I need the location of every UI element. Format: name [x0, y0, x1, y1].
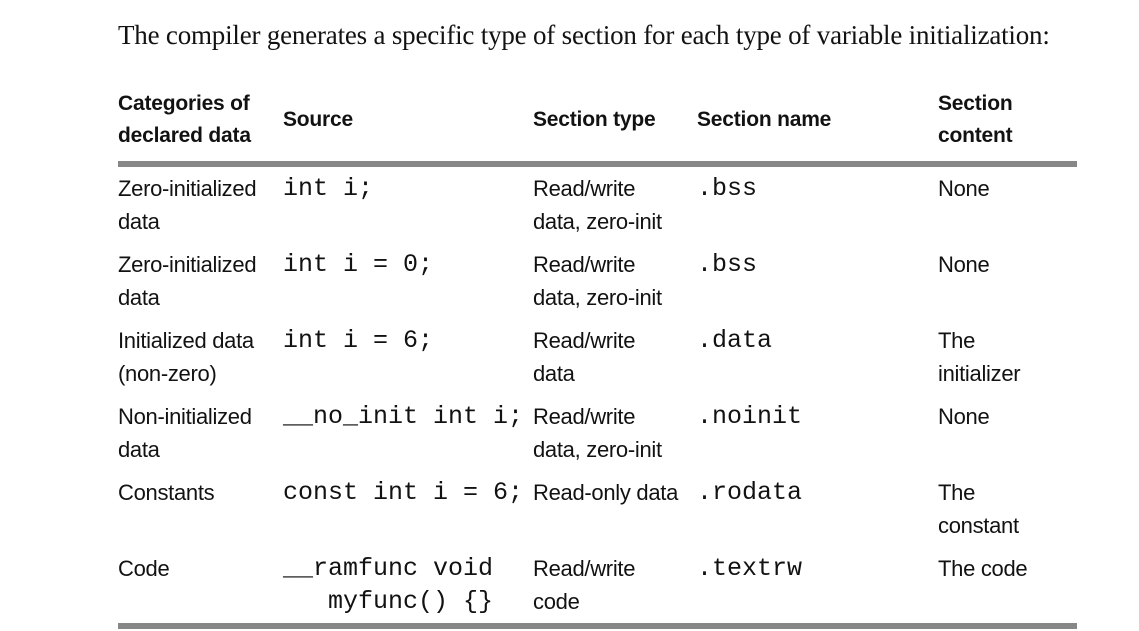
cell-section-type: Read/write data, zero-init	[533, 404, 662, 462]
cell-category: Zero-initialized data	[118, 252, 257, 310]
cell-section-content: None	[938, 176, 990, 201]
cell-section-type: Read/write code	[533, 556, 636, 614]
cell-category: Initialized data (non-zero)	[118, 328, 254, 386]
col-header-section-type: Section type	[533, 108, 656, 131]
table-row: Constants const int i = 6; Read-only dat…	[118, 471, 1077, 547]
col-header-categories: Categories of declared data	[118, 92, 251, 147]
cell-section-content: The code	[938, 556, 1028, 581]
cell-category: Code	[118, 556, 170, 581]
col-header-source: Source	[283, 108, 353, 131]
cell-category: Constants	[118, 480, 215, 505]
document-page: The compiler generates a specific type o…	[0, 18, 1139, 631]
cell-category: Zero-initialized data	[118, 176, 257, 234]
cell-section-type: Read/write data, zero-init	[533, 252, 662, 310]
table-row: Non-initialized data __no_init int i; Re…	[118, 395, 1077, 471]
col-header-section-content: Section content	[938, 92, 1013, 147]
cell-section-content: None	[938, 404, 990, 429]
cell-section-name: .noinit	[697, 402, 803, 431]
cell-source-code: __ramfunc void myfunc() {}	[283, 554, 494, 616]
intro-text: The compiler generates a specific type o…	[118, 20, 1050, 50]
section-types-table: Categories of declared data Source Secti…	[118, 88, 1077, 629]
cell-section-name: .rodata	[697, 478, 803, 507]
table-row: Initialized data (non-zero) int i = 6; R…	[118, 319, 1077, 395]
table-body: Zero-initialized data int i; Read/write …	[118, 164, 1077, 626]
cell-section-content: The initializer	[938, 328, 1021, 386]
table-row: Zero-initialized data int i; Read/write …	[118, 164, 1077, 243]
cell-section-type: Read/write data	[533, 328, 636, 386]
cell-source-code: __no_init int i;	[283, 402, 524, 431]
cell-source-code: const int i = 6;	[283, 478, 524, 507]
col-header-section-name: Section name	[697, 108, 832, 131]
cell-section-type: Read-only data	[533, 480, 679, 505]
cell-section-type: Read/write data, zero-init	[533, 176, 662, 234]
cell-category: Non-initialized data	[118, 404, 252, 462]
cell-section-name: .data	[697, 326, 773, 355]
cell-source-code: int i = 0;	[283, 250, 434, 279]
cell-section-content: None	[938, 252, 990, 277]
cell-section-name: .bss	[697, 250, 758, 279]
cell-section-name: .bss	[697, 174, 758, 203]
cell-source-code: int i;	[283, 174, 374, 203]
cell-section-content: The constant	[938, 480, 1019, 538]
cell-source-code: int i = 6;	[283, 326, 434, 355]
table-header-row: Categories of declared data Source Secti…	[118, 88, 1077, 164]
cell-section-name: .textrw	[697, 554, 803, 583]
table-row: Zero-initialized data int i = 0; Read/wr…	[118, 243, 1077, 319]
table-header: Categories of declared data Source Secti…	[118, 88, 1077, 164]
table-row: Code __ramfunc void myfunc() {} Read/wri…	[118, 547, 1077, 626]
